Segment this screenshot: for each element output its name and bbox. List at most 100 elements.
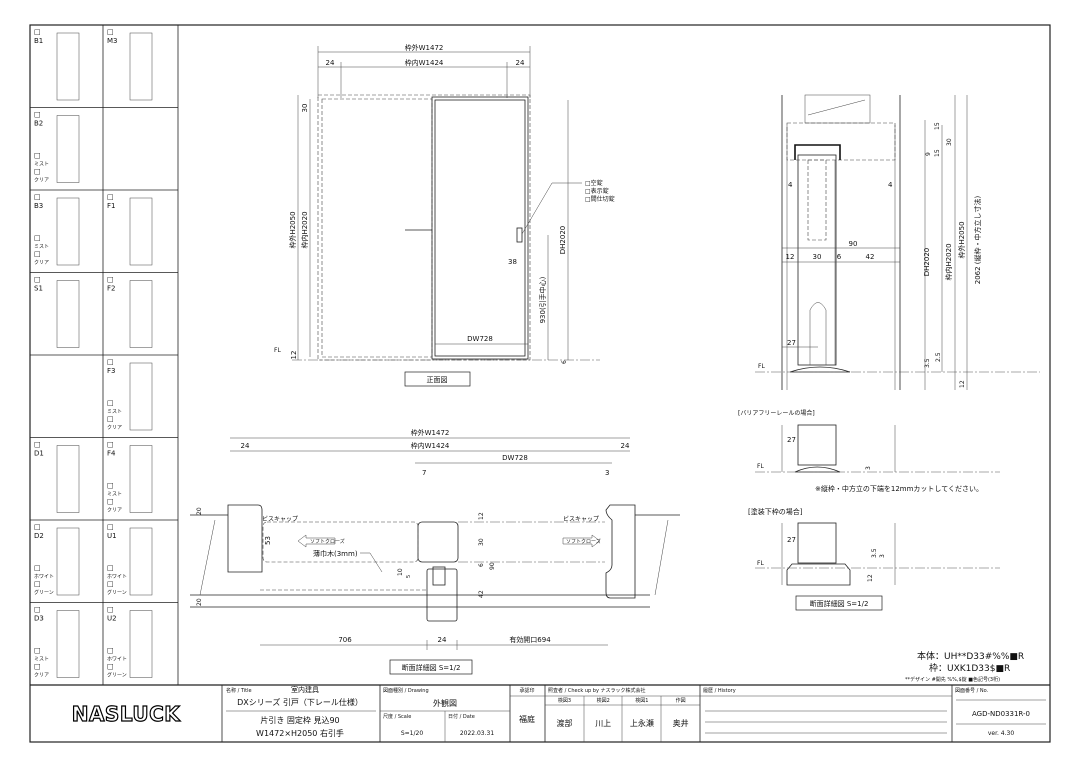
checkbox[interactable]: □: [107, 564, 114, 572]
body-code: 本体：UH**D33#%%■R: [917, 650, 1024, 662]
front-view: 枠外W1472 枠内W1424 24 24 枠外H2050 枠内H2020 30…: [274, 43, 615, 387]
lock-option-partition: □間仕切錠: [585, 195, 615, 203]
section-dim-30b: 30: [813, 253, 822, 261]
checkbox[interactable]: □: [107, 358, 114, 366]
checkbox[interactable]: □: [34, 663, 41, 671]
glass-option: ホワイト: [107, 574, 127, 580]
section-outer-height: 枠外H2050: [957, 221, 966, 258]
checkbox[interactable]: □: [34, 111, 41, 119]
checkbox[interactable]: □: [107, 482, 114, 490]
checker-name: 上永瀬: [630, 718, 654, 728]
plan-side-right: 24: [621, 442, 630, 450]
plan-dim-42: 42: [478, 590, 485, 598]
design-option-b2[interactable]: □B2□ミスト□クリア: [34, 111, 80, 184]
checkbox[interactable]: □: [107, 399, 114, 407]
door-thumbnail: [56, 280, 80, 348]
checkbox[interactable]: □: [34, 606, 41, 614]
design-option-f1[interactable]: □F1: [107, 193, 153, 266]
checkbox[interactable]: □: [34, 168, 41, 176]
section-dim-90: 90: [849, 240, 858, 248]
painted-dim-27: 27: [787, 536, 796, 544]
glass-option: グリーン: [107, 672, 127, 679]
design-code: F3: [107, 367, 115, 375]
design-option-s1[interactable]: □S1: [34, 276, 80, 348]
design-option-u2[interactable]: □U2□ホワイト□グリーン: [107, 606, 153, 679]
checkbox[interactable]: □: [34, 234, 41, 242]
checkbox[interactable]: □: [34, 152, 41, 160]
drawing-type-label: 図面種別 / Drawing: [383, 687, 429, 694]
design-option-d3[interactable]: □D3□ミスト□クリア: [34, 606, 80, 679]
plan-dim-20: 20: [196, 507, 203, 515]
checkbox[interactable]: □: [107, 523, 114, 531]
checkbox[interactable]: □: [107, 276, 114, 284]
design-code: U2: [107, 615, 117, 623]
glass-option: ホワイト: [34, 574, 54, 580]
glass-option: ホワイト: [107, 657, 127, 663]
checkbox[interactable]: □: [107, 28, 114, 36]
design-option-f2[interactable]: □F2: [107, 276, 153, 348]
plan-dim-7: 7: [422, 469, 426, 477]
title-line-1: 室内建具: [291, 685, 319, 694]
check-label: 照査者 / Check up by ナスラック株式会社: [548, 687, 646, 694]
design-code: F1: [107, 202, 115, 210]
checkbox[interactable]: □: [107, 606, 114, 614]
title-block: NASLUCK 名称 / Title 室内建具 DXシリーズ 引戸（下レール仕様…: [30, 684, 1050, 742]
checker-name: 奥井: [673, 718, 689, 728]
design-option-d2[interactable]: □D2□ホワイト□グリーン: [34, 523, 80, 596]
checkbox[interactable]: □: [107, 441, 114, 449]
barrier-fl: FL: [757, 463, 764, 470]
front-top-30: 30: [301, 104, 309, 113]
section-dim-3-5: 3.5: [924, 358, 931, 368]
checkbox[interactable]: □: [34, 564, 41, 572]
checker-role: 検図3: [558, 697, 571, 704]
checkbox[interactable]: □: [34, 523, 41, 531]
checkbox[interactable]: □: [34, 28, 41, 36]
plan-dim-10: 10: [397, 568, 404, 576]
section-dh: DH2020: [923, 248, 931, 276]
checkbox[interactable]: □: [107, 580, 114, 588]
checker-role: 作図: [676, 697, 686, 704]
plan-section-label: 断面詳細図 S=1/2: [402, 663, 461, 672]
design-code: D1: [34, 450, 44, 458]
checkbox[interactable]: □: [34, 580, 41, 588]
checker-name: 渡部: [557, 718, 573, 728]
checkbox[interactable]: □: [107, 663, 114, 671]
soft-close-left: ソフトクローズ: [310, 538, 345, 545]
barrier-dim-3: 3: [865, 466, 872, 470]
design-code: B1: [34, 37, 43, 45]
front-dw: DW728: [467, 335, 493, 343]
door-thumbnail: [56, 115, 80, 183]
checkbox[interactable]: □: [107, 193, 114, 201]
checkbox[interactable]: □: [34, 250, 41, 258]
checkbox[interactable]: □: [34, 276, 41, 284]
design-code: B3: [34, 202, 43, 210]
design-option-f3[interactable]: □F3□ミスト□クリア: [107, 358, 153, 431]
checkbox[interactable]: □: [107, 498, 114, 506]
design-option-b1[interactable]: □B1: [34, 28, 80, 101]
glass-option: ミスト: [34, 244, 49, 250]
design-option-f4[interactable]: □F4□ミスト□クリア: [107, 441, 153, 514]
title-line-3: 片引き 固定枠 見込90: [260, 715, 339, 725]
section-dim-2-5: 2.5: [935, 352, 942, 362]
design-option-d1[interactable]: □D1: [34, 441, 80, 513]
checkbox[interactable]: □: [34, 647, 41, 655]
checkbox[interactable]: □: [107, 415, 114, 423]
design-option-m3[interactable]: □M3: [107, 28, 153, 101]
design-option-u1[interactable]: □U1□ホワイト□グリーン: [107, 523, 153, 596]
plan-dim-706: 706: [338, 636, 352, 644]
drawing-number-label: 図面番号 / No.: [955, 687, 989, 694]
front-outer-width: 枠外W1472: [405, 43, 444, 52]
sheet-border: [29, 24, 1051, 743]
glass-option: グリーン: [34, 589, 54, 596]
door-thumbnail: [129, 32, 153, 101]
door-thumbnail: [56, 445, 80, 513]
design-option-b3[interactable]: □B3□ミスト□クリア: [34, 193, 80, 266]
design-code: B2: [34, 120, 43, 128]
checker-role: 検図1: [635, 697, 648, 704]
checkbox[interactable]: □: [34, 441, 41, 449]
checkbox[interactable]: □: [34, 193, 41, 201]
front-inner-height: 枠内H2020: [300, 211, 309, 248]
plan-dim-90: 90: [489, 562, 496, 570]
checkbox[interactable]: □: [107, 647, 114, 655]
painted-dim-3: 3: [879, 554, 886, 558]
